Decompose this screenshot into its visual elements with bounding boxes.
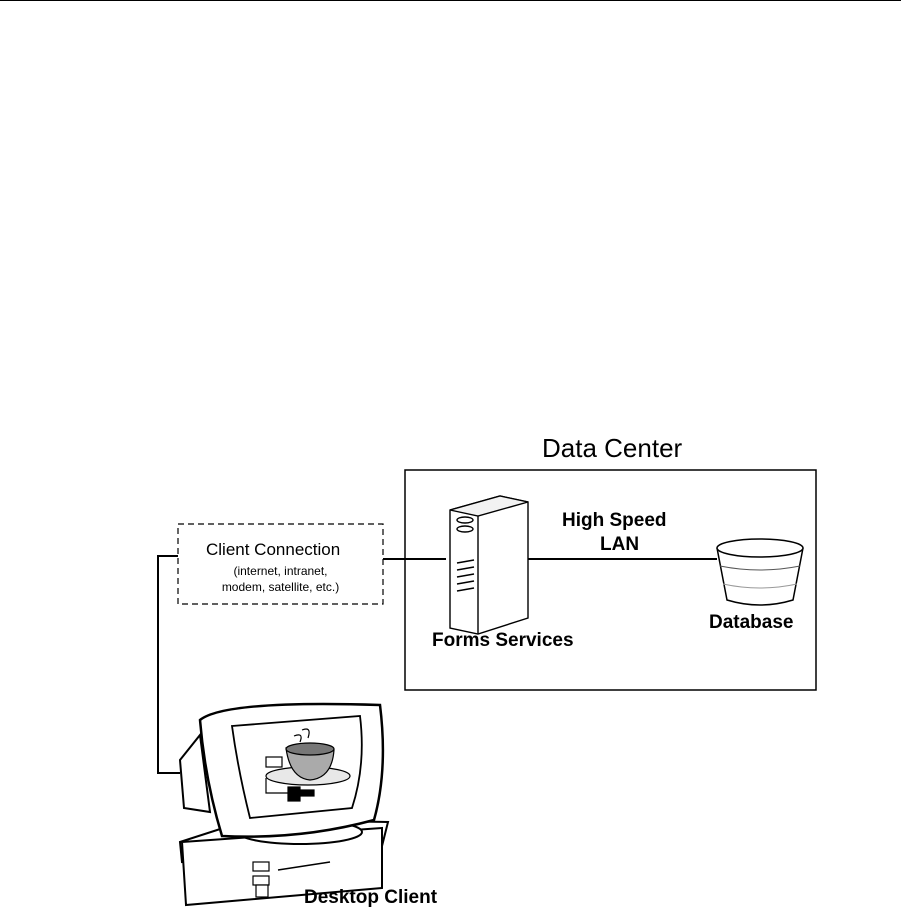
- lan-label-line1: High Speed: [562, 510, 667, 531]
- desktop-computer-icon: [178, 702, 390, 907]
- client-connection-title: Client Connection: [206, 540, 341, 559]
- client-connection-details-line2: modem, satellite, etc.): [221, 580, 340, 594]
- database-label: Database: [709, 612, 794, 633]
- top-rule: [0, 0, 901, 1]
- forms-services-label: Forms Services: [432, 630, 574, 651]
- database-icon: [716, 538, 804, 606]
- server-icon: [449, 495, 529, 635]
- lan-label-line2: LAN: [600, 534, 640, 555]
- desktop-client-label: Desktop Client: [304, 887, 438, 908]
- client-connection-box: [177, 523, 384, 605]
- client-connection-details-line1: (internet, intranet,: [233, 564, 328, 578]
- data-center-title: Data Center: [542, 433, 683, 463]
- data-center-box: [404, 469, 817, 691]
- client-to-connection-line: [157, 555, 180, 774]
